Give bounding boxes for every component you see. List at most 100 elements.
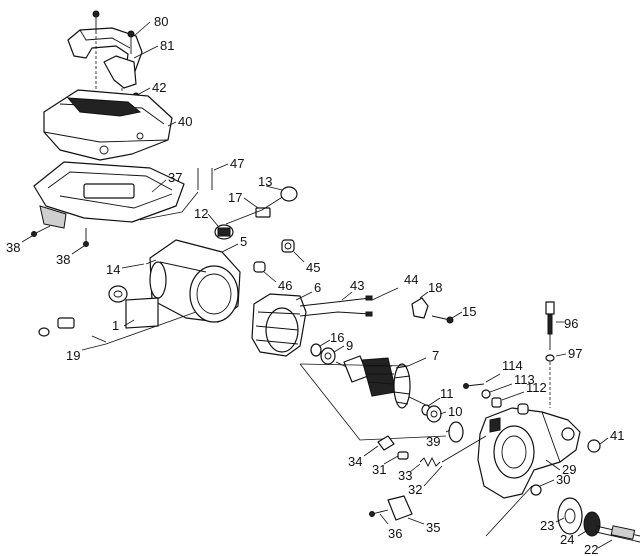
- label-23: 23: [540, 518, 554, 533]
- part-22-spindle: [595, 525, 640, 543]
- label-97: 97: [568, 346, 582, 361]
- leader-45: [293, 251, 305, 263]
- label-43: 43: [350, 278, 364, 293]
- leader-41: [599, 437, 609, 445]
- label-24: 24: [560, 532, 574, 547]
- label-7: 7: [432, 348, 439, 363]
- leader-10: [439, 411, 447, 415]
- part-number-labels: 80 81 42 40 37 47 13 17 12 38 38 5 14 45…: [6, 14, 624, 556]
- part-6-field-coil: [251, 293, 307, 357]
- leader-113: [489, 383, 513, 393]
- label-12: 12: [194, 206, 208, 221]
- part-1-label-plate: [125, 297, 159, 329]
- label-13: 13: [258, 174, 272, 189]
- label-1: 1: [112, 318, 119, 333]
- label-38a: 38: [6, 240, 20, 255]
- part-9-bearing: [320, 347, 336, 365]
- part-38-screws: [31, 225, 89, 247]
- label-33: 33: [398, 468, 412, 483]
- part-97-clip: [545, 354, 555, 362]
- part-41-washer: [587, 439, 601, 453]
- label-30: 30: [556, 472, 570, 487]
- label-38b: 38: [56, 252, 70, 267]
- label-9: 9: [346, 338, 353, 353]
- label-41: 41: [610, 428, 624, 443]
- leader-19: [81, 311, 197, 351]
- label-36: 36: [388, 526, 402, 541]
- leader-30: [539, 479, 555, 487]
- part-5-motor-housing: [149, 239, 241, 323]
- leader-14: [121, 263, 145, 269]
- leader-80: [133, 21, 151, 37]
- label-37: 37: [168, 170, 182, 185]
- leader-12: [207, 213, 219, 227]
- part-81-handle-grip: [67, 27, 143, 89]
- label-19: 19: [66, 348, 80, 363]
- label-39: 39: [426, 434, 440, 449]
- part-7-armature: [335, 355, 429, 409]
- leader-112: [501, 391, 525, 401]
- label-35: 35: [426, 520, 440, 535]
- label-45: 45: [306, 260, 320, 275]
- leader-17: [243, 197, 259, 209]
- leader-40: [167, 121, 177, 127]
- leader-42: [138, 87, 151, 95]
- label-32: 32: [408, 482, 422, 497]
- label-112: 112: [526, 380, 547, 395]
- leader-6: [295, 291, 313, 301]
- leader-81: [133, 45, 159, 59]
- label-15: 15: [462, 304, 476, 319]
- leader-37: [151, 179, 167, 193]
- label-6: 6: [314, 280, 321, 295]
- part-46-collar: [253, 261, 266, 273]
- leader-34: [363, 445, 379, 457]
- part-10-bearing: [426, 405, 442, 423]
- part-112-bushing: [491, 397, 529, 415]
- label-11: 11: [440, 386, 454, 401]
- leader-43: [341, 291, 353, 301]
- label-114: 114: [502, 358, 523, 373]
- part-13-cap: [280, 186, 298, 202]
- part-18-brush-holder: [411, 297, 429, 319]
- label-34: 34: [348, 454, 362, 469]
- leader-97: [555, 353, 567, 357]
- part-cord-clamp: [108, 285, 128, 303]
- part-39-seal: [448, 421, 464, 443]
- part-96-plunger: [545, 301, 555, 350]
- part-44-wire: [299, 311, 371, 317]
- part-strain-relief: [38, 317, 75, 337]
- part-23-gear: [557, 497, 583, 535]
- part-114-screw: [463, 383, 485, 389]
- leader-47: [139, 191, 199, 221]
- label-5: 5: [240, 234, 247, 249]
- label-31: 31: [372, 462, 386, 477]
- part-29-gear-housing: [477, 407, 581, 499]
- leader-24: [577, 529, 589, 537]
- label-42: 42: [152, 80, 166, 95]
- leader-47b: [213, 163, 229, 171]
- leader-36: [379, 513, 389, 525]
- leader-38a: [21, 235, 33, 243]
- leader-23: [555, 517, 565, 523]
- leader-1: [123, 319, 135, 327]
- label-44: 44: [404, 272, 418, 287]
- part-31-pin: [397, 451, 409, 460]
- leader-9: [333, 345, 345, 353]
- label-22: 22: [584, 542, 598, 556]
- label-80: 80: [154, 14, 168, 29]
- part-36-screw: [369, 509, 389, 517]
- part-47-pins: [197, 168, 213, 190]
- leader-39: [445, 429, 451, 433]
- label-17: 17: [228, 190, 242, 205]
- part-12-switch: [214, 224, 234, 240]
- leader-32: [423, 465, 443, 487]
- part-15-screw: [431, 315, 454, 324]
- leader-13-link: [225, 195, 285, 225]
- part-19-screw: [91, 335, 107, 343]
- part-45-nut: [281, 239, 295, 253]
- leader-16: [319, 339, 331, 347]
- part-33-spring: [419, 456, 441, 468]
- label-18: 18: [428, 280, 442, 295]
- leader-18: [419, 291, 429, 299]
